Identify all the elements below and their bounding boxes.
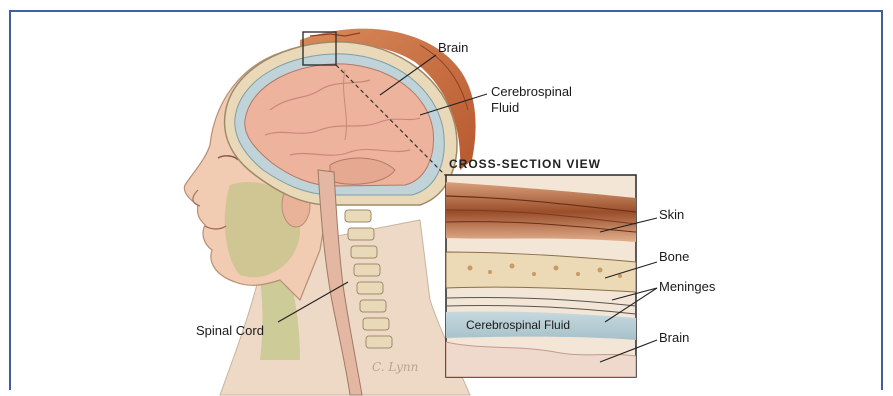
label-brain-inset: Brain: [659, 330, 689, 345]
label-spinal-cord: Spinal Cord: [196, 323, 264, 338]
label-csf-line1: Cerebrospinal: [491, 84, 572, 99]
label-csf-line2: Fluid: [491, 100, 519, 115]
label-bone: Bone: [659, 249, 689, 264]
label-brain: Brain: [438, 40, 468, 55]
cross-section-inset: [446, 175, 636, 377]
artist-signature: C. Lynn: [372, 360, 418, 374]
label-skin: Skin: [659, 207, 684, 222]
label-csf-inset: Cerebrospinal Fluid: [466, 318, 570, 332]
label-meninges: Meninges: [659, 279, 715, 294]
cross-section-heading: CROSS-SECTION VIEW: [449, 157, 601, 171]
